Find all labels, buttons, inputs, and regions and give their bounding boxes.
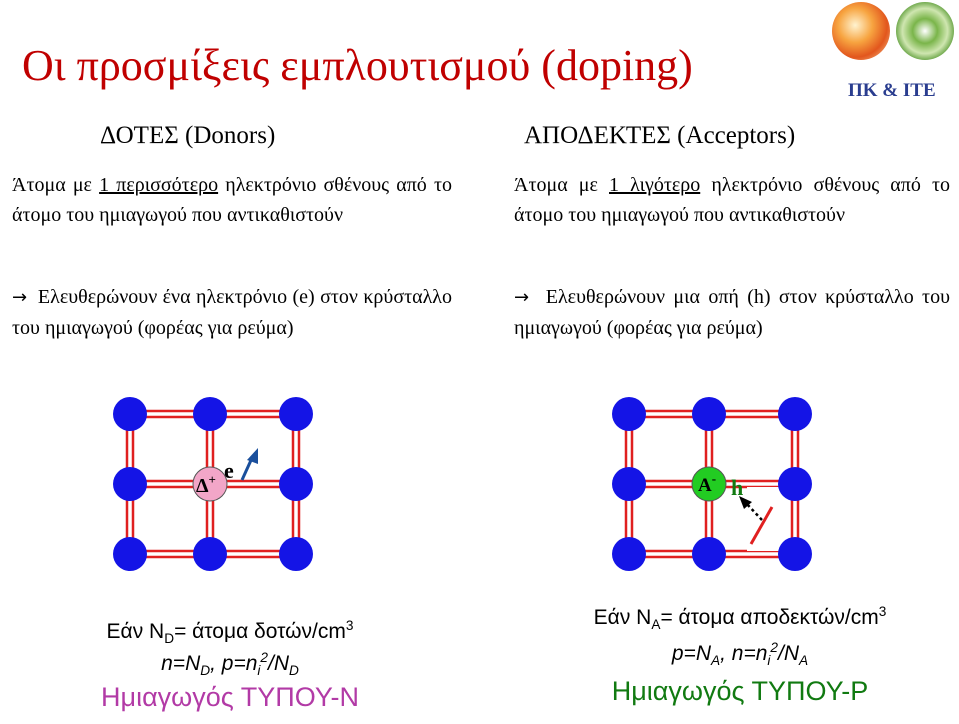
institution-logo-orange	[832, 2, 890, 60]
donor-ion-label: Δ+	[196, 472, 216, 497]
atom	[193, 397, 227, 431]
acceptor-condition: Εάν NA= άτομα αποδεκτών/cm3	[593, 604, 887, 633]
atom	[778, 537, 812, 571]
acceptor-ion-label: A-	[698, 471, 716, 496]
p-type-label: Ημιαγωγός ΤΥΠΟΥ-P	[611, 676, 869, 706]
broken-bond	[749, 506, 774, 545]
hole-arrowhead-icon	[739, 496, 752, 509]
donor-formula: n=ND, p=ni2/ND	[161, 650, 299, 679]
right-arrow-icon: →	[12, 287, 28, 308]
donor-ion	[192, 466, 228, 502]
atom	[692, 397, 726, 431]
donors-description: Άτομα με 1 περισσότερο ηλεκτρόνιο σθένου…	[12, 174, 452, 226]
institution-logo-green	[896, 2, 954, 60]
atom	[279, 537, 313, 571]
atom	[113, 397, 147, 431]
atom	[193, 537, 227, 571]
electron-arrow-icon	[240, 457, 254, 481]
lab-label: ΠΚ & ΙΤΕ	[848, 80, 936, 101]
acceptors-description: Άτομα με 1 λιγότερο ηλεκτρόνιο σθένους α…	[514, 174, 950, 226]
atom	[279, 467, 313, 501]
atom	[612, 397, 646, 431]
right-arrow-icon: →	[514, 287, 530, 308]
n-type-label: Ημιαγωγός ΤΥΠΟΥ-N	[101, 682, 359, 712]
donors-header: ΔΟΤΕΣ (Donors)	[100, 122, 276, 149]
atom	[612, 467, 646, 501]
acceptor-ion	[691, 466, 727, 502]
atom	[612, 537, 646, 571]
acceptor-formula: p=NA, n=ni2/NA	[671, 640, 809, 669]
slide-title: Οι προσμίξεις εμπλουτισμού (doping)	[22, 41, 693, 90]
donor-lattice-diagram: Δ+ e	[113, 397, 313, 571]
atom	[113, 467, 147, 501]
electron-label: e	[224, 458, 234, 483]
acceptors-effect: → Ελευθερώνουν μια οπή (h) στον κρύσταλλ…	[514, 286, 950, 339]
acceptors-header: ΑΠΟΔΕΚΤΕΣ (Acceptors)	[524, 122, 796, 149]
hole-label: h	[731, 475, 743, 500]
donors-effect: → Ελευθερώνουν ένα ηλεκτρόνιο (e) στον κ…	[12, 286, 453, 339]
atom	[778, 467, 812, 501]
acceptor-lattice-diagram: A- h	[612, 397, 812, 571]
electron-arrowhead-icon	[247, 448, 258, 464]
donor-condition: Εάν ND= άτομα δοτών/cm3	[106, 618, 354, 647]
atom	[113, 537, 147, 571]
atom	[692, 537, 726, 571]
atom	[778, 397, 812, 431]
atom	[279, 397, 313, 431]
